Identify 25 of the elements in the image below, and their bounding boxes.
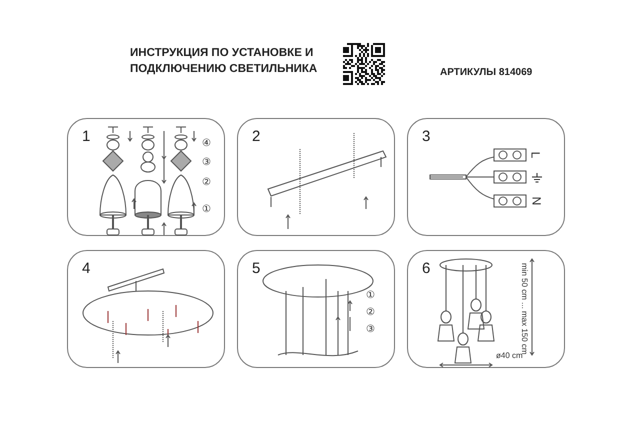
step-panel <box>237 250 395 368</box>
circled-number: ① <box>202 205 211 215</box>
height-dimension-label: min 50 cm ... max 150 cm <box>520 263 528 355</box>
wire-label: N <box>530 196 542 206</box>
step-panel <box>67 118 225 236</box>
step-panel <box>237 118 395 236</box>
step-number: 1 <box>82 129 90 144</box>
circled-number: ② <box>202 178 211 188</box>
step-panel <box>67 250 225 368</box>
circled-number: ③ <box>366 325 375 335</box>
circled-number: ④ <box>202 139 211 149</box>
circled-number: ② <box>366 308 375 318</box>
step-number: 3 <box>422 129 430 144</box>
wire-label: L <box>529 152 542 158</box>
step-number: 6 <box>422 261 430 276</box>
step-number: 2 <box>252 129 260 144</box>
step-number: 4 <box>82 261 90 276</box>
step-panel <box>407 250 565 368</box>
title-text: ИНСТРУКЦИЯ ПО УСТАНОВКЕ И ПОДКЛЮЧЕНИЮ СВЕТИЛЬНИКА <box>130 46 318 77</box>
article-number-text: АРТИКУЛЫ 814069 <box>440 67 532 78</box>
circled-number: ① <box>366 291 375 301</box>
circled-number: ③ <box>202 158 211 168</box>
step-panel <box>407 118 565 236</box>
step-number: 5 <box>252 261 260 276</box>
diameter-dimension-label: ø40 cm <box>496 352 523 360</box>
